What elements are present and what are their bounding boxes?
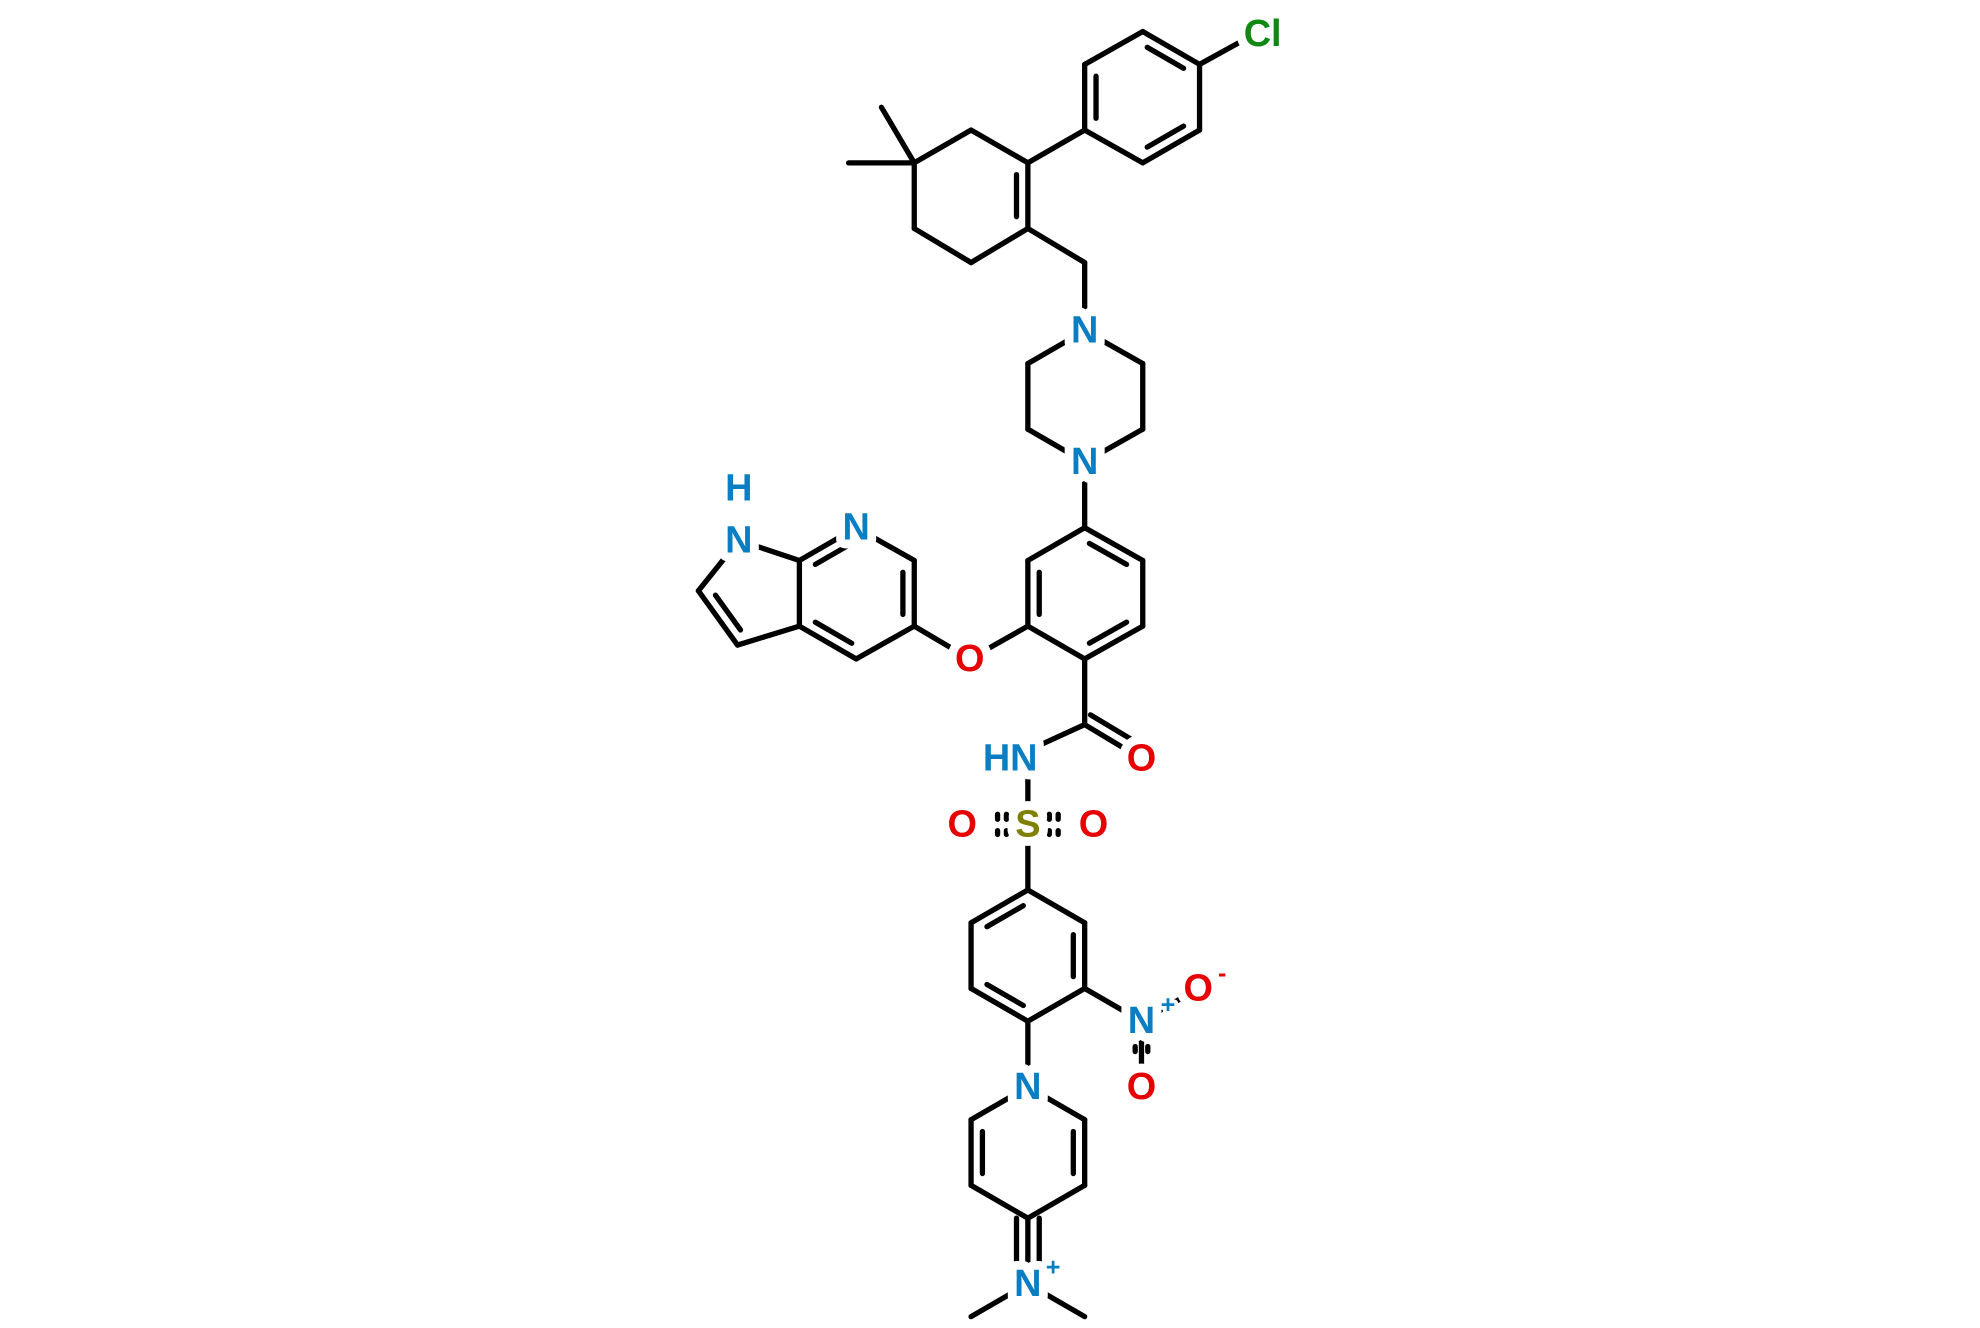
ring-bond <box>853 623 917 662</box>
ring-bond <box>1082 28 1146 68</box>
bond <box>1025 127 1088 166</box>
chlorine-label: Cl <box>1244 13 1282 55</box>
ring-bond <box>1082 623 1146 662</box>
bond <box>1007 721 1088 762</box>
ring-bond <box>1082 127 1146 166</box>
ring-bond <box>796 525 859 564</box>
nitro-o-charge: - <box>1218 959 1226 987</box>
ring-bond <box>911 225 974 266</box>
nitro-n-label: N <box>1128 1000 1155 1042</box>
ring-bond <box>968 887 1031 926</box>
pyridinium-n-label: N <box>1014 1066 1041 1108</box>
double-bond-line <box>1144 44 1187 71</box>
double-bond-line <box>984 981 1026 1009</box>
ring-bond <box>1025 328 1088 367</box>
pyridine-n-label: N <box>843 507 870 549</box>
ring-bond <box>1140 127 1203 166</box>
ring-bond <box>1082 525 1146 564</box>
ring-bond <box>968 1182 1031 1221</box>
ring-bond <box>968 1084 1031 1123</box>
bond <box>734 623 803 648</box>
double-bond-line <box>984 903 1026 930</box>
bond <box>1025 225 1088 266</box>
sulfonyl-o-right: O <box>1079 803 1108 845</box>
iminium-n-label: N <box>1014 1263 1041 1305</box>
ring-bond <box>1140 28 1203 68</box>
nitro-o-minus-label: O <box>1184 967 1213 1009</box>
amide-o-label: O <box>1127 738 1156 780</box>
bonds <box>695 28 1253 1320</box>
methyl-bond <box>878 104 917 166</box>
double-bond-line <box>1086 540 1130 568</box>
sulfur-label: S <box>1015 803 1040 845</box>
c-cl-bond <box>1196 33 1253 68</box>
ring-bond <box>853 525 917 564</box>
ring-bond <box>911 127 974 166</box>
bond <box>1082 985 1145 1024</box>
ring-bond <box>796 623 859 662</box>
ring-bond <box>1082 426 1146 465</box>
ring-bond <box>1025 426 1088 465</box>
piperazine-n-bottom: N <box>1071 441 1098 483</box>
double-bond-line <box>812 540 855 568</box>
ring-bond <box>1025 985 1088 1024</box>
amide-nh-label: HN <box>983 738 1038 780</box>
double-bond-line <box>1087 712 1150 752</box>
ether-o-label: O <box>955 638 984 680</box>
bond <box>967 623 1031 662</box>
ring-bond <box>968 985 1031 1024</box>
bond <box>911 623 973 662</box>
bond <box>736 537 803 564</box>
sulfonyl-o-left: O <box>948 803 977 845</box>
methyl-bond <box>1025 1281 1088 1320</box>
double-bond-line <box>712 592 744 633</box>
bond <box>695 588 741 648</box>
pyrrole-h-label: H <box>725 468 752 510</box>
ring-bond <box>1082 328 1146 367</box>
ring-bond <box>1025 623 1088 662</box>
nitro-o-label: O <box>1127 1066 1156 1108</box>
double-bond-line <box>1144 123 1187 150</box>
iminium-charge: + <box>1046 1253 1061 1281</box>
bond <box>1138 985 1201 1024</box>
double-bond-line <box>812 619 855 646</box>
ring-bond <box>1025 1084 1088 1123</box>
piperazine-n-top: N <box>1071 310 1098 352</box>
ring-bond <box>968 225 1031 266</box>
methyl-bond <box>968 1281 1031 1320</box>
ring-bond <box>968 127 1031 166</box>
nitro-n-charge: + <box>1161 991 1176 1019</box>
ring-bond <box>1025 525 1088 564</box>
ring-bond <box>1025 887 1088 926</box>
bond <box>1082 721 1145 762</box>
double-bond-line <box>1086 619 1130 646</box>
pyrrole-n-label: N <box>725 519 752 561</box>
bond <box>695 537 742 594</box>
ring-bond <box>1025 1182 1088 1221</box>
